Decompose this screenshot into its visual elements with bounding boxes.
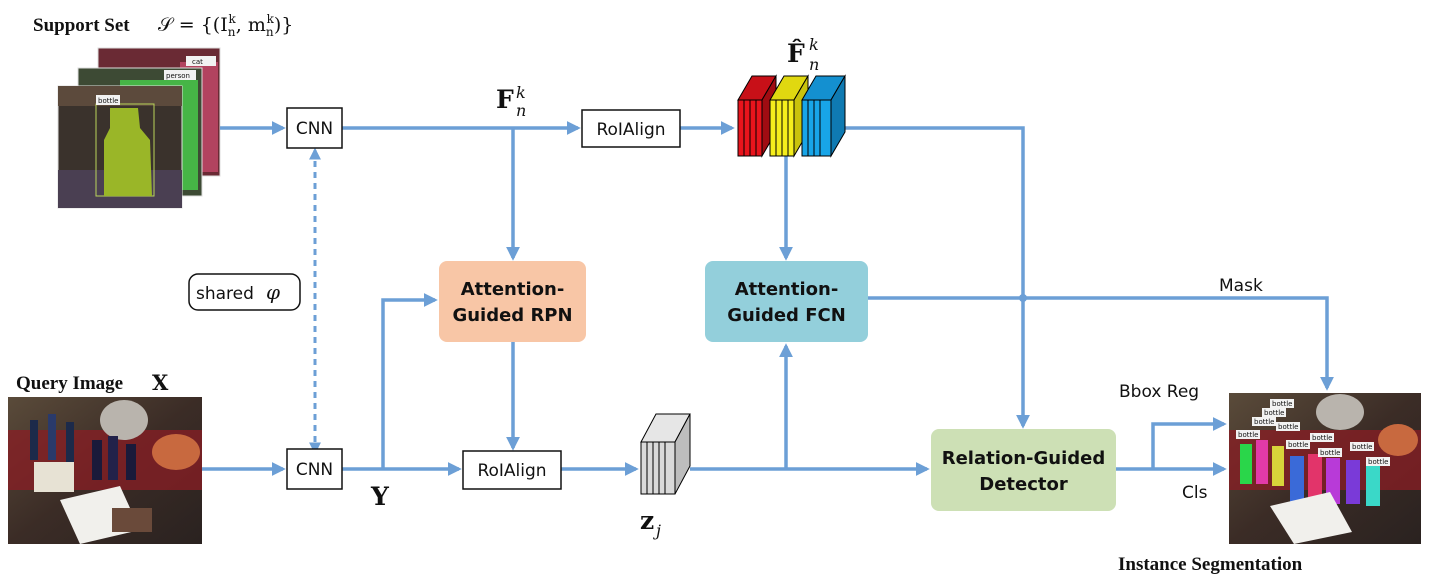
tag-person: person xyxy=(166,72,190,80)
output-image: bottle bottle bottle bottle bottle bottl… xyxy=(1229,393,1421,544)
svg-text:bottle: bottle xyxy=(1320,449,1340,457)
fhat-blue-block xyxy=(801,74,846,158)
svg-text:bottle: bottle xyxy=(1352,443,1372,451)
svg-text:bottle: bottle xyxy=(1288,441,1308,449)
cnn-top-label: CNN xyxy=(296,119,333,139)
edge-fhat-to-detector xyxy=(845,126,1030,429)
symbol-F: F k n xyxy=(496,83,526,120)
cnn-bottom-box: CNN xyxy=(286,448,343,490)
zj-feature-stack xyxy=(640,413,691,495)
support-image-stack: cat person bottle xyxy=(57,47,221,209)
detector-label-line2: Detector xyxy=(979,474,1068,495)
cnn-top-box: CNN xyxy=(286,107,343,149)
instance-segmentation-label: Instance Segmentation xyxy=(1118,554,1303,575)
edge-detector-bbox xyxy=(1151,417,1227,469)
mask-label: Mask xyxy=(1219,276,1263,296)
svg-text:n: n xyxy=(516,101,526,120)
support-set-math: 𝒮 = {(Ink, mnk)} xyxy=(158,12,293,39)
output-tags: bottle bottle bottle bottle bottle bottl… xyxy=(1236,399,1390,466)
edge-y-to-rpn xyxy=(381,293,438,469)
shared-weights-box: shared φ xyxy=(188,273,301,311)
cls-label: Cls xyxy=(1182,483,1208,503)
svg-text:n: n xyxy=(809,55,819,74)
detector-label-line1: Relation-Guided xyxy=(942,448,1106,469)
svg-text:k: k xyxy=(809,35,819,54)
roialign-bottom-box: RoIAlign xyxy=(462,450,562,490)
junction-dot xyxy=(1019,294,1027,302)
attention-guided-rpn-box: Attention- Guided RPN xyxy=(439,261,586,342)
shared-symbol: φ xyxy=(266,280,280,304)
query-image-caption: Query Image X xyxy=(16,370,169,395)
cnn-bottom-label: CNN xyxy=(296,460,333,480)
svg-text:bottle: bottle xyxy=(1238,431,1258,439)
shared-label: shared xyxy=(196,284,254,304)
svg-text:k: k xyxy=(516,83,526,102)
fhat-feature-stack xyxy=(737,74,846,158)
support-set-caption: Support Set 𝒮 = {(Ink, mnk)} xyxy=(33,12,293,39)
query-image-label: Query Image xyxy=(16,373,123,394)
rpn-label-line2: Guided RPN xyxy=(452,305,572,326)
roialign-top-box: RoIAlign xyxy=(581,109,681,148)
svg-text:j: j xyxy=(653,521,661,540)
svg-text:bottle: bottle xyxy=(1278,423,1298,431)
svg-text:bottle: bottle xyxy=(1264,409,1284,417)
fcn-label-line1: Attention- xyxy=(735,279,839,300)
roialign-top-label: RoIAlign xyxy=(596,120,665,140)
edge-fcn-mask xyxy=(868,296,1334,391)
relation-guided-detector-box: Relation-Guided Detector xyxy=(931,429,1116,511)
svg-text:bottle: bottle xyxy=(1254,418,1274,426)
svg-text:F: F xyxy=(496,85,514,114)
symbol-Fhat: F̂ k n xyxy=(787,35,819,74)
support-set-label: Support Set xyxy=(33,15,130,36)
svg-text:bottle: bottle xyxy=(1272,400,1292,408)
bottle-mask xyxy=(104,108,152,196)
query-image-symbol: X xyxy=(152,370,169,395)
svg-text:z: z xyxy=(640,506,654,535)
svg-text:bottle: bottle xyxy=(1312,434,1332,442)
symbol-zj: z j xyxy=(640,506,661,540)
roialign-bottom-label: RoIAlign xyxy=(477,461,546,481)
symbol-Y: Y xyxy=(370,482,390,511)
svg-text:bottle: bottle xyxy=(1368,458,1388,466)
svg-text:F̂: F̂ xyxy=(787,39,805,68)
bbox-reg-label: Bbox Reg xyxy=(1119,382,1199,402)
rpn-label-line1: Attention- xyxy=(461,279,565,300)
attention-guided-fcn-box: Attention- Guided FCN xyxy=(705,261,868,342)
fcn-label-line2: Guided FCN xyxy=(727,305,846,326)
tag-cat: cat xyxy=(192,58,203,66)
query-image xyxy=(8,397,202,544)
tag-bottle: bottle xyxy=(98,97,118,105)
